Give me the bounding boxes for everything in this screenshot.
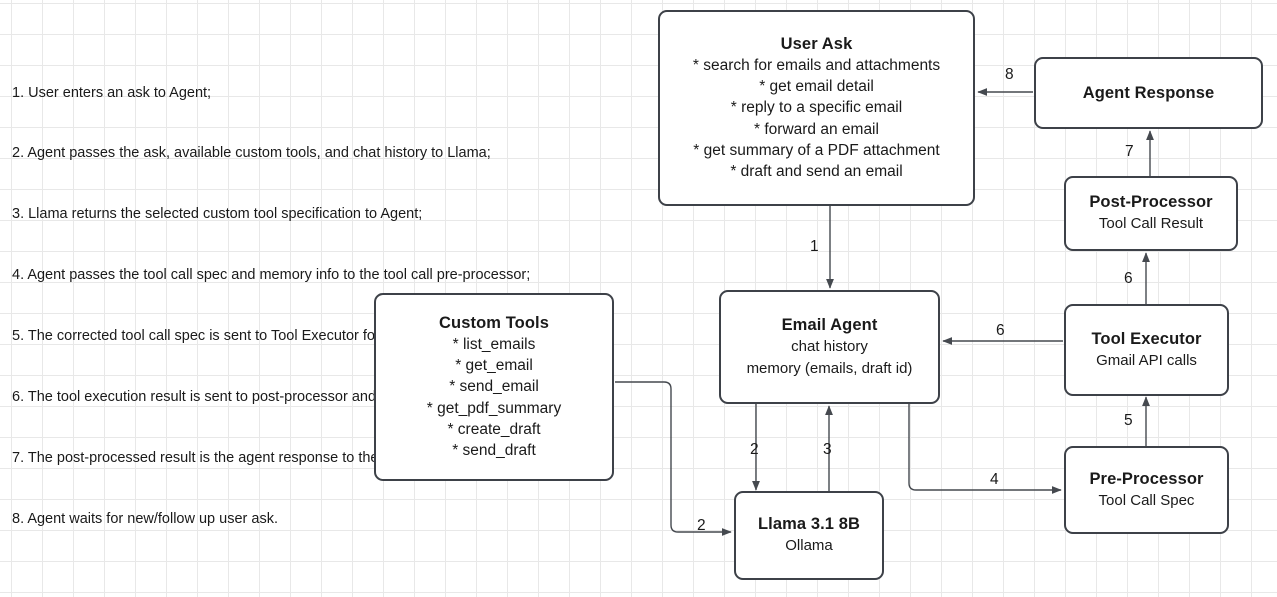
legend-line-8: 8. Agent waits for new/follow up user as… bbox=[12, 510, 278, 527]
user-ask-bullet-2: * get email detail bbox=[759, 77, 874, 95]
custom-tools-bullet-3: * send_email bbox=[449, 378, 539, 396]
edge-label-4: 4 bbox=[990, 471, 999, 488]
node-custom-tools-bullets: * list_emails * get_email * send_email *… bbox=[427, 334, 561, 462]
node-llama[interactable]: Llama 3.1 8B Ollama bbox=[734, 491, 884, 580]
node-tool-executor[interactable]: Tool Executor Gmail API calls bbox=[1064, 304, 1229, 396]
node-user-ask-bullets: * search for emails and attachments * ge… bbox=[693, 55, 940, 183]
edge-label-8: 8 bbox=[1005, 66, 1014, 83]
node-user-ask[interactable]: User Ask * search for emails and attachm… bbox=[658, 10, 975, 206]
node-pre-processor-title: Pre-Processor bbox=[1089, 469, 1204, 488]
custom-tools-bullet-4: * get_pdf_summary bbox=[426, 399, 562, 417]
edge-label-6-vertical: 6 bbox=[1124, 270, 1133, 287]
node-post-processor-subtitle: Tool Call Result bbox=[1098, 215, 1204, 233]
edge-label-2-email-agent: 2 bbox=[750, 441, 759, 458]
legend-line-1: 1. User enters an ask to Agent; bbox=[12, 84, 212, 101]
node-pre-processor[interactable]: Pre-Processor Tool Call Spec bbox=[1064, 446, 1229, 534]
custom-tools-bullet-6: * send_draft bbox=[452, 442, 536, 460]
user-ask-bullet-3: * reply to a specific email bbox=[730, 99, 903, 117]
custom-tools-bullet-5: * create_draft bbox=[447, 420, 541, 438]
custom-tools-bullet-1: * list_emails bbox=[452, 335, 536, 353]
edge-label-3: 3 bbox=[823, 441, 832, 458]
legend-line-2: 2. Agent passes the ask, available custo… bbox=[12, 145, 491, 162]
custom-tools-bullet-2: * get_email bbox=[455, 356, 533, 374]
node-tool-executor-title: Tool Executor bbox=[1091, 329, 1202, 348]
node-email-agent-memory: memory (emails, draft id) bbox=[746, 359, 913, 377]
edge-label-1: 1 bbox=[810, 238, 819, 255]
node-pre-processor-subtitle: Tool Call Spec bbox=[1098, 491, 1195, 509]
node-post-processor-title: Post-Processor bbox=[1089, 193, 1213, 212]
user-ask-bullet-1: * search for emails and attachments bbox=[692, 56, 941, 74]
node-agent-response[interactable]: Agent Response bbox=[1034, 57, 1263, 129]
node-email-agent[interactable]: Email Agent chat history memory (emails,… bbox=[719, 290, 940, 404]
node-agent-response-title: Agent Response bbox=[1082, 83, 1215, 102]
edge-label-5: 5 bbox=[1124, 412, 1133, 429]
legend-line-3: 3. Llama returns the selected custom too… bbox=[12, 206, 423, 223]
user-ask-bullet-4: * forward an email bbox=[754, 120, 879, 138]
node-tool-executor-subtitle: Gmail API calls bbox=[1096, 351, 1197, 369]
node-email-agent-chat-history: chat history bbox=[791, 338, 868, 356]
node-llama-title: Llama 3.1 8B bbox=[757, 515, 861, 534]
edge-label-7: 7 bbox=[1125, 143, 1134, 160]
node-llama-subtitle: Ollama bbox=[785, 537, 833, 555]
node-post-processor[interactable]: Post-Processor Tool Call Result bbox=[1064, 176, 1238, 251]
node-user-ask-title: User Ask bbox=[780, 34, 853, 53]
node-custom-tools-title: Custom Tools bbox=[439, 313, 549, 332]
user-ask-bullet-6: * draft and send an email bbox=[730, 163, 903, 181]
user-ask-bullet-5: * get summary of a PDF attachment bbox=[693, 141, 940, 159]
legend-line-4: 4. Agent passes the tool call spec and m… bbox=[12, 267, 531, 284]
edge-label-6-horizontal: 6 bbox=[996, 322, 1005, 339]
edge-label-2-custom-tools: 2 bbox=[697, 517, 706, 534]
node-email-agent-title: Email Agent bbox=[781, 316, 878, 335]
node-custom-tools[interactable]: Custom Tools * list_emails * get_email *… bbox=[374, 293, 614, 481]
edge-4-email-agent-to-pre-processor bbox=[908, 404, 1062, 494]
